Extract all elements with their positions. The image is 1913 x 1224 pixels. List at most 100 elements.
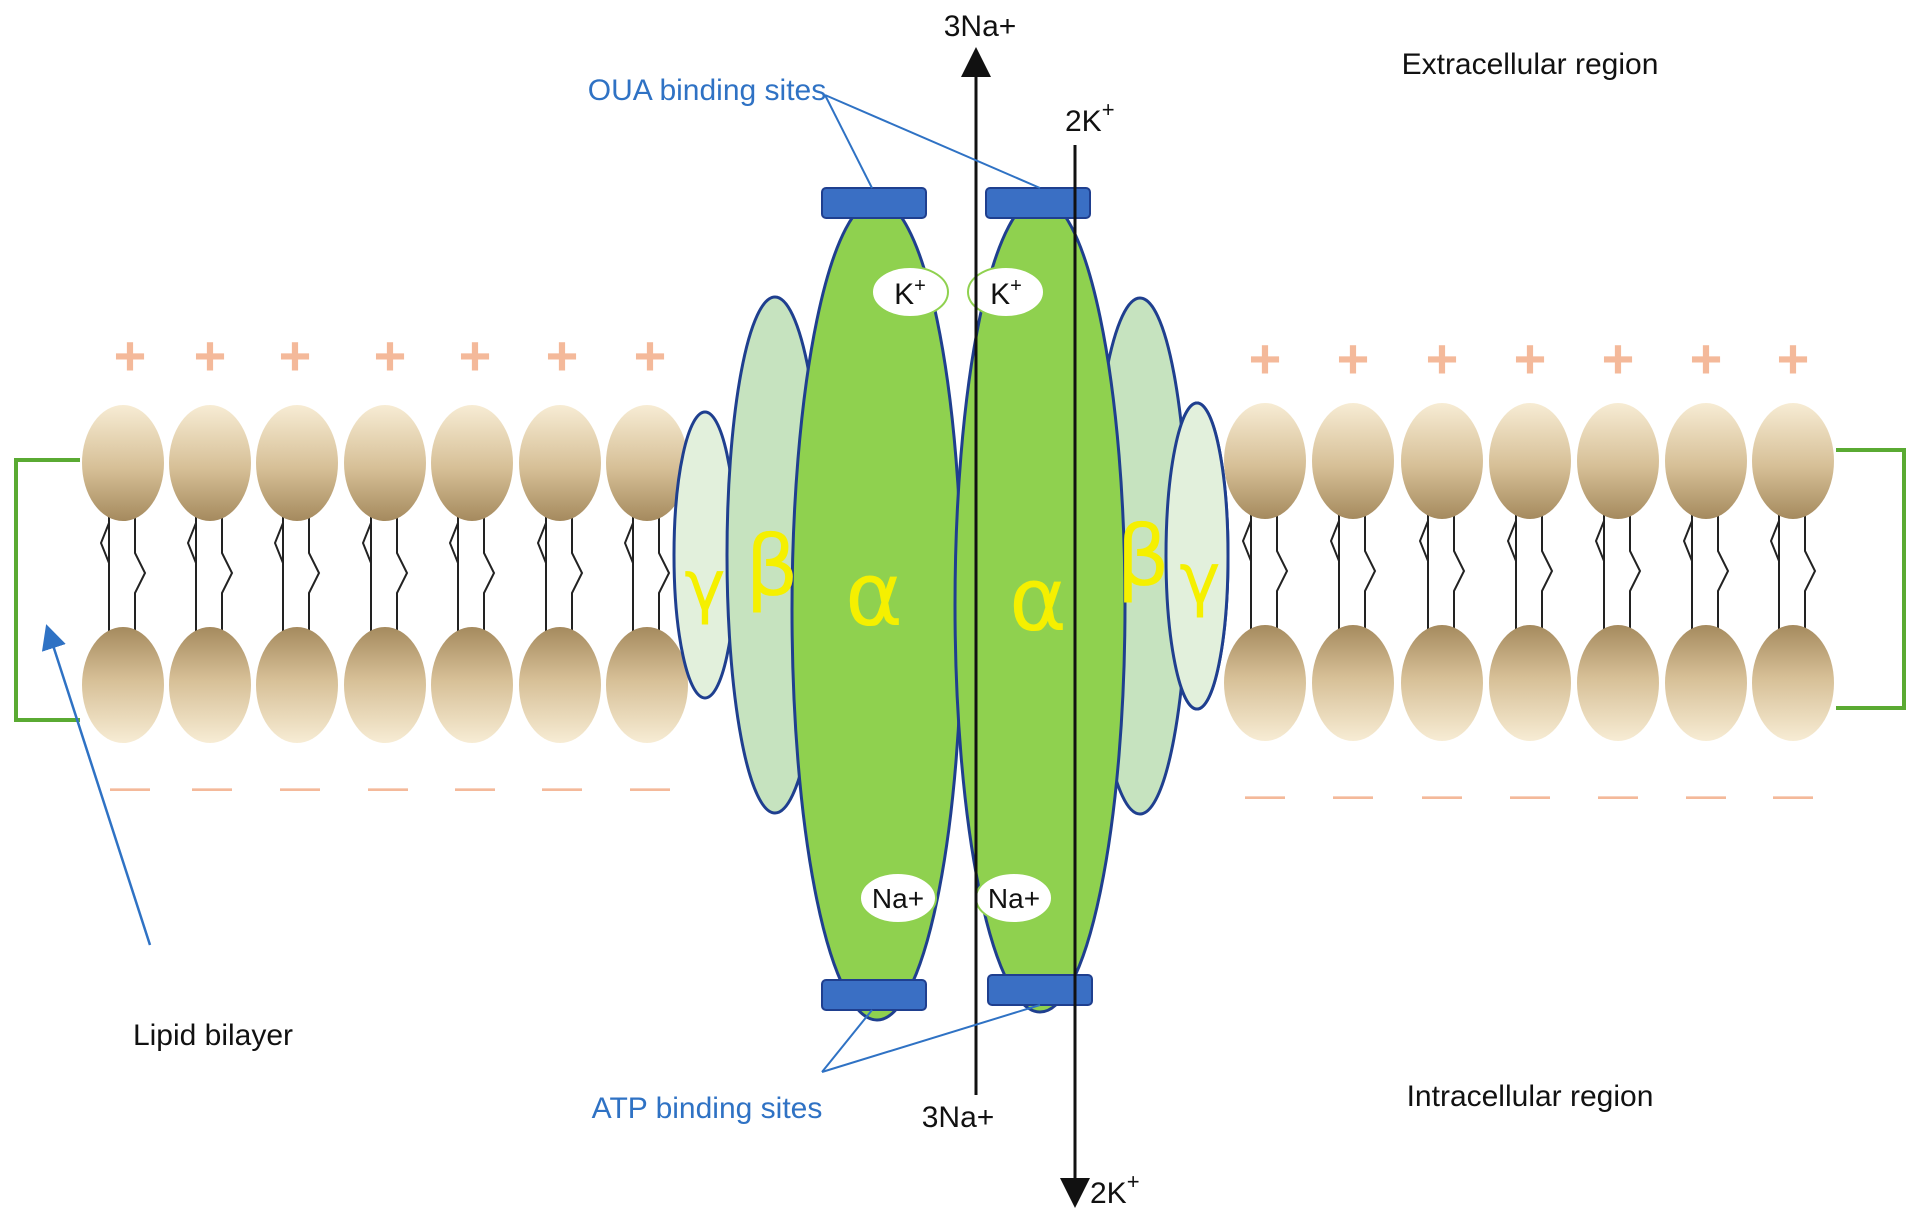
- lipid-head-bottom: [431, 627, 513, 743]
- beta-letter-right: β: [1116, 507, 1170, 605]
- gamma-letter-right: γ: [1179, 538, 1220, 620]
- atp-binding-site-left: [821, 979, 927, 1011]
- lipid-head-top: [256, 405, 338, 521]
- lipid-head-bottom: [1312, 625, 1394, 741]
- negative-charge: —: [630, 765, 670, 809]
- oua-binding-site-left: [821, 187, 927, 219]
- lipid-head-top: [1577, 403, 1659, 519]
- lipid-head-bottom: [606, 627, 688, 743]
- oua-leader-line-right: [824, 94, 1041, 189]
- intracellular-label: Intracellular region: [1407, 1080, 1654, 1113]
- phospholipid: [1752, 403, 1834, 741]
- k-in-bottom-label: 2K+: [1090, 1169, 1140, 1210]
- lipid-head-top: [1224, 403, 1306, 519]
- lipid-head-bottom: [256, 627, 338, 743]
- k-ion-left: [871, 266, 949, 318]
- lipid-head-top: [1665, 403, 1747, 519]
- phospholipid: [82, 405, 164, 743]
- lipid-head-bottom: [1665, 625, 1747, 741]
- na-in-label: 3Na+: [922, 1101, 995, 1134]
- oua-leader-line-left: [824, 94, 873, 189]
- lipid-head-top: [1752, 403, 1834, 519]
- lipid-bilayer-bracket-left: [14, 458, 80, 722]
- lipid-bilayer-leader-line: [41, 624, 152, 946]
- lipid-bilayer-right: [1224, 403, 1834, 741]
- phospholipid: [606, 405, 688, 743]
- k-ion-left-label: K+: [894, 275, 926, 311]
- phospholipid: [256, 405, 338, 743]
- negative-charge: —: [455, 765, 495, 809]
- lipid-head-top: [606, 405, 688, 521]
- negative-charge: —: [1773, 773, 1813, 817]
- lipid-head-top: [1401, 403, 1483, 519]
- na-ion-left-label: Na+: [872, 883, 924, 914]
- lipid-bilayer-label: Lipid bilayer: [133, 1019, 293, 1052]
- phospholipid: [1312, 403, 1394, 741]
- positive-charge: +: [546, 324, 579, 387]
- phospholipid: [1401, 403, 1483, 741]
- na-out-label: 3Na+: [944, 10, 1017, 43]
- phospholipid: [344, 405, 426, 743]
- phospholipid: [1665, 403, 1747, 741]
- lipid-head-bottom: [1752, 625, 1834, 741]
- positive-charge: +: [634, 324, 667, 387]
- phospholipid: [431, 405, 513, 743]
- phospholipid: [519, 405, 601, 743]
- positive-charge: +: [1514, 327, 1547, 390]
- beta-letter-left: β: [745, 517, 799, 615]
- lipid-head-bottom: [344, 627, 426, 743]
- phospholipid: [169, 405, 251, 743]
- gamma-subunit-right-front: [1164, 401, 1230, 711]
- lipid-head-top: [344, 405, 426, 521]
- phospholipid: [1577, 403, 1659, 741]
- negative-charge: —: [192, 765, 232, 809]
- k-ion-right: [967, 266, 1045, 318]
- alpha-letter-right: α: [1009, 548, 1067, 651]
- lipid-bilayer-left: [82, 405, 688, 743]
- lipid-head-bottom: [1401, 625, 1483, 741]
- positive-charge: +: [194, 324, 227, 387]
- lipid-head-bottom: [169, 627, 251, 743]
- atp-leader-line-right: [821, 1004, 1041, 1073]
- negative-charge: —: [1598, 773, 1638, 817]
- na-ion-right-label: Na+: [988, 883, 1040, 914]
- negative-charge: —: [1510, 773, 1550, 817]
- positive-charges: ++++++++++++++: [114, 324, 1810, 390]
- phospholipid: [1489, 403, 1571, 741]
- lipid-head-top: [169, 405, 251, 521]
- positive-charge: +: [1426, 327, 1459, 390]
- extracellular-label: Extracellular region: [1402, 48, 1659, 81]
- positive-charge: +: [1337, 327, 1370, 390]
- lipid-head-bottom: [82, 627, 164, 743]
- positive-charge: +: [279, 324, 312, 387]
- negative-charge: —: [1333, 773, 1373, 817]
- positive-charge: +: [1249, 327, 1282, 390]
- lipid-head-top: [431, 405, 513, 521]
- atp-leader-line-left: [821, 1009, 873, 1073]
- negative-charge: —: [368, 765, 408, 809]
- positive-charge: +: [1602, 327, 1635, 390]
- positive-charge: +: [374, 324, 407, 387]
- lipid-head-bottom: [1489, 625, 1571, 741]
- positive-charge: +: [1690, 327, 1723, 390]
- negative-charge: —: [542, 765, 582, 809]
- lipid-head-top: [519, 405, 601, 521]
- na-ion-left: [859, 872, 937, 924]
- negative-charge: —: [1686, 773, 1726, 817]
- lipid-head-bottom: [1577, 625, 1659, 741]
- lipid-head-top: [82, 405, 164, 521]
- alpha-letter-left: α: [845, 543, 903, 646]
- gamma-letter-left: γ: [684, 545, 725, 627]
- negative-charge: —: [110, 765, 150, 809]
- oua-sites-label: OUA binding sites: [588, 74, 826, 107]
- lipid-bilayer-bracket-right: [1836, 448, 1906, 710]
- lipid-head-bottom: [519, 627, 601, 743]
- lipid-head-bottom: [1224, 625, 1306, 741]
- lipid-head-top: [1489, 403, 1571, 519]
- negative-charge: —: [1422, 773, 1462, 817]
- atp-sites-label: ATP binding sites: [592, 1092, 823, 1125]
- positive-charge: +: [1777, 327, 1810, 390]
- negative-charges: ——————————————: [110, 765, 1813, 817]
